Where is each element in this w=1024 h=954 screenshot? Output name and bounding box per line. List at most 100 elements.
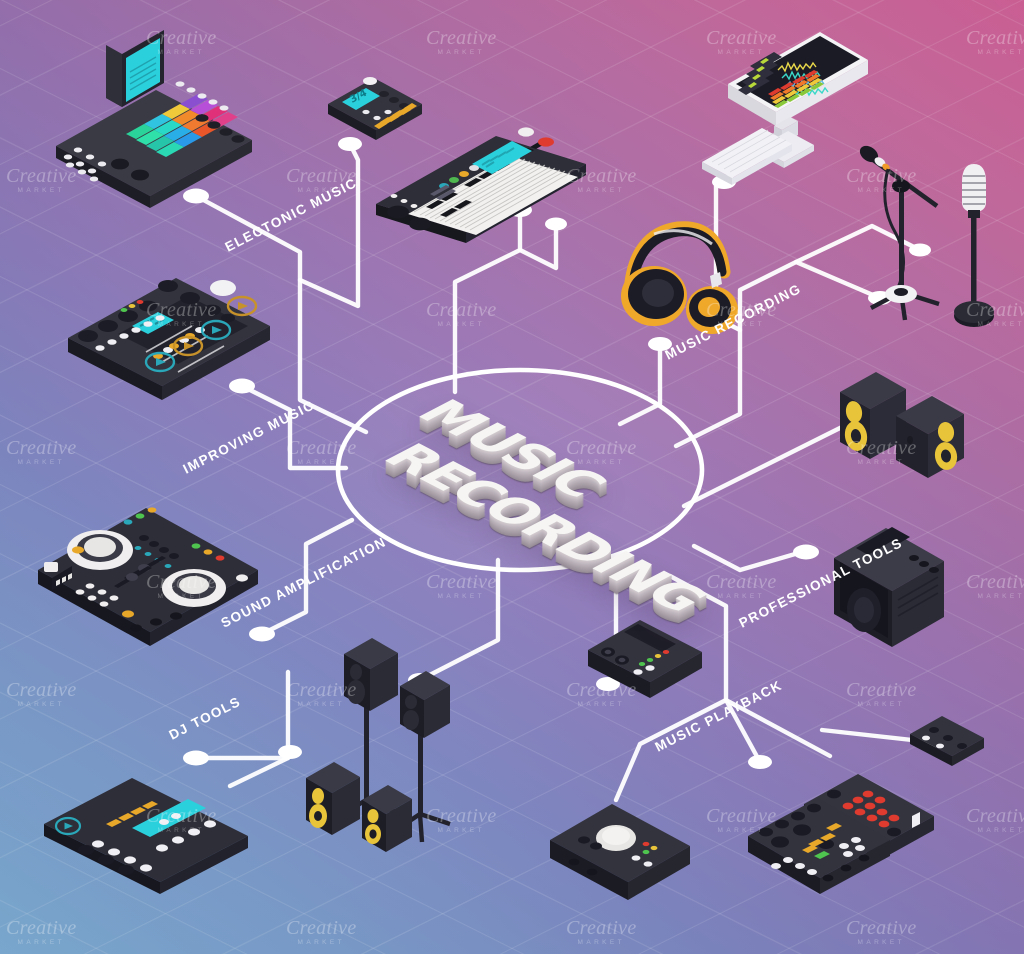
cassette-tape-deck[interactable] — [540, 788, 700, 900]
receiver-buttons[interactable] — [771, 837, 865, 875]
interface-level-leds — [638, 650, 670, 666]
daw-track-strips — [738, 52, 782, 95]
retro-microphone-stand[interactable] — [940, 158, 1010, 338]
branch-label-sound-amplification[interactable]: SOUND AMPLIFICATION — [219, 534, 389, 631]
microphone-cable — [883, 168, 905, 291]
monitor-screen — [736, 36, 860, 107]
transport-button[interactable] — [518, 127, 534, 137]
record-button[interactable] — [538, 137, 554, 147]
audio-interface-box[interactable] — [580, 602, 710, 702]
node-dot — [249, 626, 275, 642]
receiver-led-strip — [802, 823, 842, 859]
pedal-buttons[interactable] — [922, 735, 944, 749]
console-buttons[interactable] — [95, 315, 165, 351]
amp-handle[interactable] — [856, 527, 910, 555]
desktop-computer-daw[interactable] — [700, 22, 870, 202]
branch-label-electronic-music[interactable]: ELECTONIC MUSIC — [223, 175, 360, 255]
console-leds — [120, 300, 144, 312]
control-surface-buttons[interactable] — [92, 820, 216, 872]
top-button-row[interactable] — [175, 81, 229, 111]
control-surface-fader-bank[interactable] — [36, 752, 256, 894]
dj-pad-buttons[interactable] — [75, 583, 119, 607]
metronome-sequencer[interactable]: 3/4 — [322, 56, 432, 148]
daw-level-meters — [768, 70, 824, 108]
pa-speaker-lower-right — [362, 785, 412, 852]
node-dot — [909, 243, 931, 257]
keyboard-knobs[interactable] — [439, 165, 479, 189]
receiver-knobs[interactable] — [759, 803, 834, 849]
branch-label-music-recording[interactable]: MUSIC RECORDING — [663, 281, 804, 363]
headphone-earcup-right — [686, 286, 738, 334]
control-surface-display — [132, 799, 206, 837]
studio-monitor-right — [896, 396, 964, 478]
branch-label-dj-tools[interactable]: DJ TOOLS — [167, 694, 244, 743]
metronome-dial[interactable] — [363, 77, 377, 85]
dj-front-ports — [130, 612, 182, 632]
receiver-front-ports — [822, 854, 870, 882]
led-step-strip — [374, 103, 417, 129]
microphone-capsule — [859, 145, 879, 163]
branch-label-music-playback[interactable]: MUSIC PLAYBACK — [653, 677, 785, 754]
deck-front-ports — [568, 858, 598, 876]
node-dot — [793, 544, 819, 560]
metronome-screen — [342, 88, 380, 110]
retro-microphone-head — [962, 164, 986, 218]
pa-speaker-upper-right — [400, 671, 450, 738]
keyboard-sliders[interactable] — [430, 185, 456, 200]
node-dot — [229, 378, 255, 394]
drum-pad-controller[interactable] — [38, 28, 268, 208]
pedal-knobs[interactable] — [929, 727, 967, 749]
guitar-amplifier-cabinet[interactable] — [826, 518, 950, 650]
node-dot — [748, 755, 772, 769]
interface-input-jacks[interactable] — [601, 647, 629, 665]
effects-pedal[interactable] — [904, 700, 990, 770]
left-button-grid[interactable] — [63, 147, 107, 182]
control-surface-knobs[interactable] — [78, 845, 134, 875]
dj-center-mixer[interactable] — [114, 535, 179, 588]
mixing-console[interactable] — [58, 234, 278, 402]
node-dot — [648, 337, 672, 351]
boom-microphone-stand[interactable] — [855, 142, 965, 322]
console-transport-icons[interactable] — [144, 295, 258, 373]
dj-controller-turntable[interactable] — [28, 482, 268, 646]
node-dot — [278, 745, 302, 759]
step-led-row — [106, 801, 158, 827]
midi-keyboard-synth[interactable] — [368, 112, 593, 243]
dj-jog-wheel-right[interactable] — [162, 569, 226, 607]
console-left-knobs[interactable] — [78, 300, 157, 342]
computer-keyboard[interactable] — [702, 128, 792, 185]
hub-ellipse — [335, 367, 705, 573]
pa-speakers-on-stands[interactable] — [300, 624, 480, 854]
node-dot — [596, 677, 620, 691]
branch-label-professional-tools[interactable]: PROFESSIONAL TOOLS — [737, 535, 906, 631]
node-dot — [183, 750, 209, 766]
pa-speaker-lower-left — [306, 762, 360, 835]
console-faders[interactable] — [145, 280, 236, 373]
branch-label-improving-music[interactable]: IMPROVING MUSIC — [181, 397, 317, 476]
transport-play-icon[interactable] — [54, 816, 82, 836]
receiver-front-unit — [748, 798, 890, 894]
metronome-buttons[interactable] — [362, 109, 392, 121]
pitch-mod-wheels[interactable] — [387, 205, 431, 231]
amp-knobs[interactable] — [909, 555, 939, 573]
deck-leds — [642, 841, 658, 855]
amplifier-receiver[interactable] — [742, 762, 942, 902]
binding-posts[interactable] — [842, 790, 900, 828]
dj-jog-wheel-left[interactable] — [67, 530, 133, 570]
node-dot — [338, 137, 362, 151]
large-knobs[interactable] — [111, 158, 149, 181]
console-top-knobs[interactable] — [158, 280, 235, 323]
drum-machine-screen — [106, 30, 164, 107]
headphone-earcup-left — [621, 266, 687, 326]
pa-speaker-upper-left — [344, 638, 398, 711]
keyboard-small-buttons[interactable] — [390, 194, 418, 208]
studio-monitor-speakers[interactable] — [834, 358, 974, 488]
node-dot — [183, 188, 209, 204]
studio-headphones[interactable] — [614, 218, 738, 336]
interface-knobs[interactable] — [633, 665, 655, 675]
deck-knobs[interactable] — [578, 836, 602, 850]
knob-bank[interactable] — [195, 114, 245, 143]
